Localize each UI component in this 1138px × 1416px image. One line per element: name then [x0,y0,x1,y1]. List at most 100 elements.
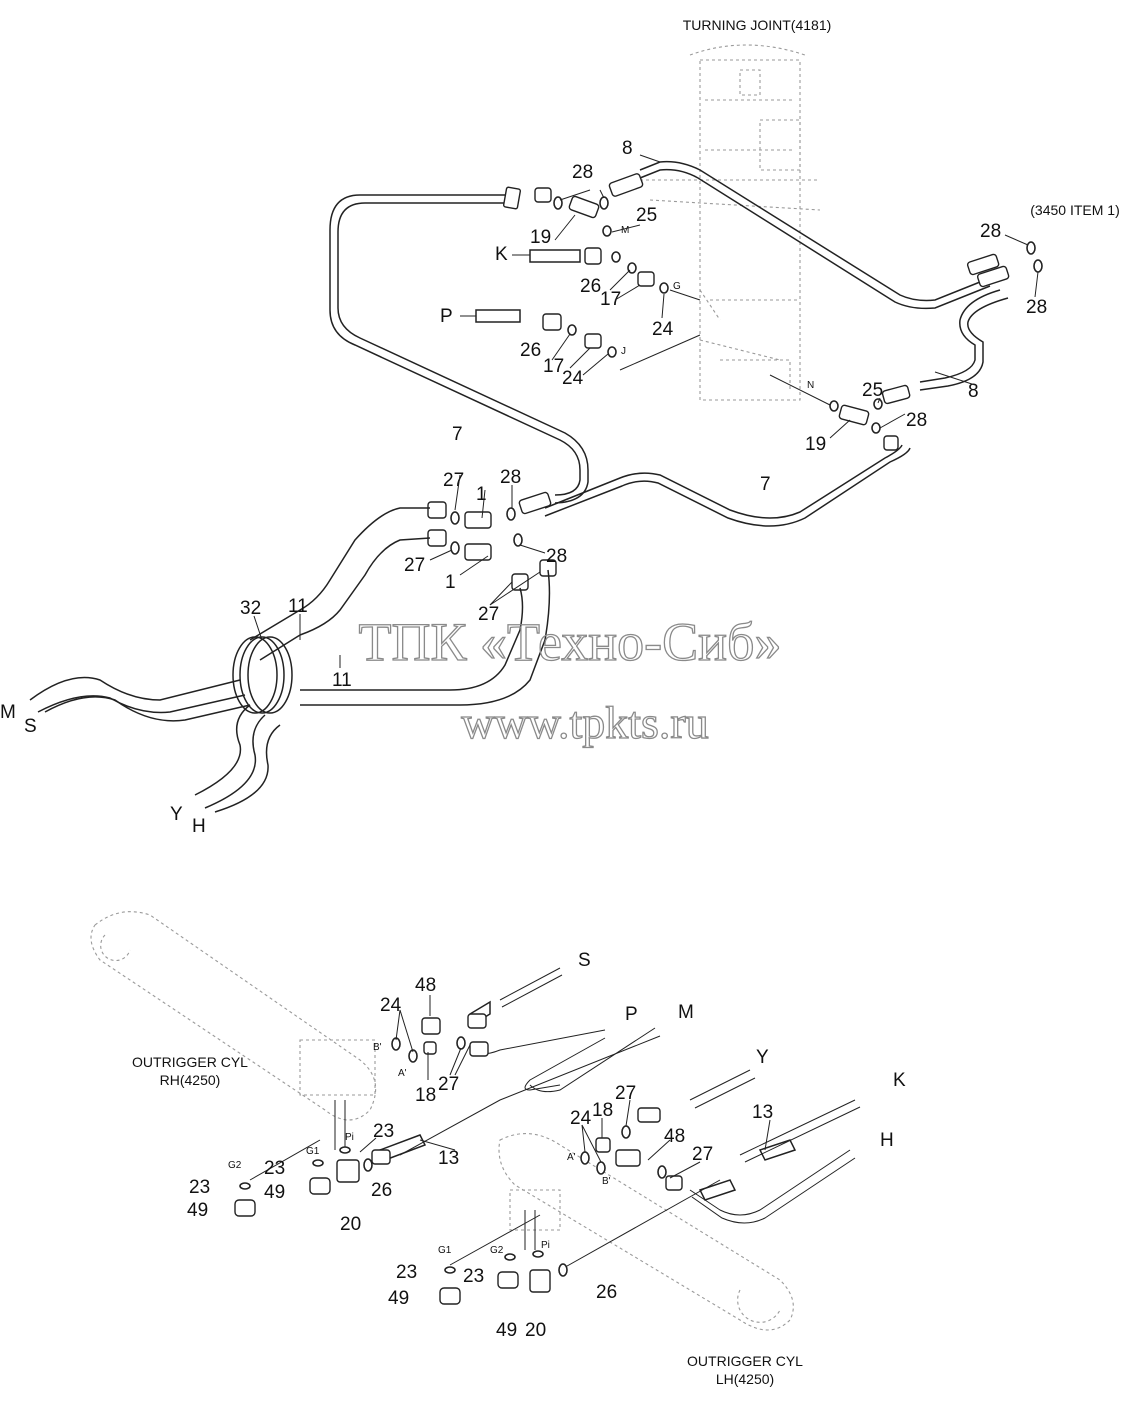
part-number-label: 11 [332,670,352,691]
port-mark-pi: Pi [541,1240,550,1251]
part-number-label: 49 [187,1200,208,1221]
port-mark-m: M [621,225,629,236]
port-mark-b-prime: B' [602,1176,611,1187]
part-number-label: 48 [415,975,436,996]
part-number-label: 20 [340,1214,361,1235]
part-number-label: 28 [906,410,927,431]
port-letter-k: K [893,1070,906,1091]
part-number-label: 24 [570,1108,592,1129]
part-number-callouts: 8 28 25 19 26 17 24 26 17 24 28 28 8 25 … [187,138,1047,1341]
part-number-label: 7 [760,474,771,495]
port-mark-a-prime: A' [398,1068,407,1079]
part-number-label: 23 [373,1121,394,1142]
hose-bundle [29,507,551,813]
port-mark-g1: G1 [306,1146,320,1157]
part-number-label: 27 [438,1074,459,1095]
watermark: ТПК «Техно-Сиб» www.tpkts.ru [358,611,782,748]
turning-joint-outline [640,44,821,401]
port-letter-s: S [578,950,591,971]
captions: TURNING JOINT(4181) (3450 ITEM 1) OUTRIG… [132,17,1120,1387]
part-number-label: 28 [572,162,593,183]
port-letter-p: P [440,306,453,327]
port-mark-j: J [621,346,626,357]
part-number-label: 20 [525,1320,546,1341]
part-number-label: 18 [592,1100,613,1121]
port-mark-b-prime: B' [373,1042,382,1053]
part-number-label: 23 [264,1158,285,1179]
outrigger-rh-outline [90,911,377,1121]
port-letter-h: H [192,816,206,837]
part-number-label: 11 [288,596,308,617]
part-number-label: 8 [622,138,633,159]
part-number-label: 27 [404,555,425,576]
part-number-label: 48 [664,1126,685,1147]
part-number-label: 24 [562,368,584,389]
port-letter-m: M [0,702,16,723]
part-number-label: 13 [752,1102,773,1123]
port-mark-g2: G2 [490,1245,504,1256]
part-number-label: 27 [692,1144,713,1165]
part-number-label: 28 [1026,297,1047,318]
part-number-label: 8 [968,381,979,402]
outrigger-lh-caption-line2: LH(4250) [716,1371,774,1387]
part-number-label: 1 [445,572,456,593]
part-number-label: 23 [463,1266,484,1287]
port-letter-y: Y [756,1047,769,1068]
part-number-label: 28 [546,546,567,567]
watermark-line-2: www.tpkts.ru [461,697,708,748]
part-number-label: 23 [396,1262,417,1283]
upper-fittings [427,173,1043,591]
part-number-label: 32 [240,598,261,619]
part-number-label: 24 [652,319,674,340]
port-letter-m: M [678,1002,694,1023]
part-number-label: 27 [443,470,464,491]
upper-hose-routing [329,160,1009,527]
part-number-label: 17 [600,289,621,310]
part-number-label: 24 [380,995,402,1016]
leader-lines [253,154,1039,1179]
port-mark-g: G [673,281,681,292]
part-number-label: 49 [388,1288,409,1309]
port-mark-g1: G1 [438,1245,452,1256]
part-number-label: 19 [530,227,551,248]
port-letter-p: P [625,1004,638,1025]
outrigger-lh-caption-line1: OUTRIGGER CYL [687,1353,803,1369]
port-letter-k: K [495,244,508,265]
part-number-label: 25 [636,205,657,226]
part-number-label: 26 [596,1282,617,1303]
part-number-label: 1 [476,484,487,505]
part-number-label: 26 [580,276,601,297]
part-number-label: 27 [478,604,499,625]
part-number-label: 26 [520,340,541,361]
part-number-label: 19 [805,434,826,455]
part-number-label: 27 [615,1083,636,1104]
port-letter-h: H [880,1130,894,1151]
port-mark-a-prime: A' [567,1152,576,1163]
turning-joint-caption: TURNING JOINT(4181) [683,17,832,33]
part-number-label: 23 [189,1177,210,1198]
outrigger-rh-caption-line2: RH(4250) [160,1072,221,1088]
item-3450-caption: (3450 ITEM 1) [1030,202,1119,218]
lower-fittings [234,1013,683,1305]
part-number-label: 13 [438,1148,459,1169]
watermark-line-1: ТПК «Техно-Сиб» [359,612,782,672]
part-number-label: 17 [543,356,564,377]
port-marks: M G J N B' A' G1 G2 Pi A' B' G1 G2 Pi [228,225,814,1256]
port-letter-y: Y [170,804,183,825]
outrigger-lh-outline [498,1133,794,1331]
part-number-label: 7 [452,424,463,445]
part-number-label: 28 [500,467,521,488]
port-letters: K P M S Y H S P M Y K H [0,244,906,1151]
part-number-label: 49 [496,1320,517,1341]
port-letter-s: S [24,716,37,737]
part-number-label: 49 [264,1182,285,1203]
outrigger-rh-caption-line1: OUTRIGGER CYL [132,1054,248,1070]
lower-hose-routing [249,967,861,1271]
part-number-label: 26 [371,1180,392,1201]
port-mark-n: N [807,380,814,391]
part-number-label: 28 [980,221,1001,242]
part-number-label: 25 [862,380,883,401]
port-mark-pi: Pi [345,1132,354,1143]
port-mark-g2: G2 [228,1160,242,1171]
